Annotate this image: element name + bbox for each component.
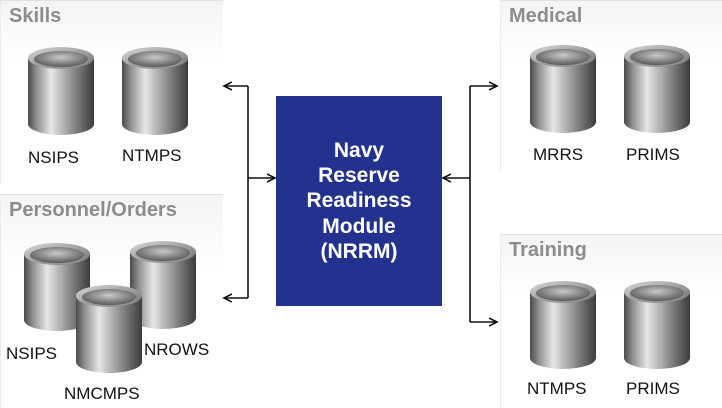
training-ntmps-label: NTMPS bbox=[527, 379, 587, 398]
skills-nsips-label: NSIPS bbox=[28, 148, 80, 167]
nrrm-center-box: Navy Reserve Readiness Module (NRRM) bbox=[276, 96, 442, 306]
personnel-nrows-label: NROWS bbox=[144, 340, 210, 359]
personnel-nsips-label: NSIPS bbox=[6, 344, 58, 363]
skills-ntmps-label: NTMPS bbox=[122, 146, 182, 165]
training-prims-label: PRIMS bbox=[626, 379, 680, 398]
personnel-nmcmps-label: NMCMPS bbox=[64, 384, 140, 403]
training-panel-title: Training bbox=[509, 239, 587, 261]
medical-panel-title: Medical bbox=[509, 5, 583, 27]
personnel-orders-panel-title: Personnel/Orders bbox=[9, 199, 177, 221]
medical-prims-label: PRIMS bbox=[626, 145, 680, 164]
nrrm-title: Navy Reserve Readiness Module (NRRM) bbox=[306, 139, 412, 263]
skills-panel-title: Skills bbox=[9, 5, 62, 27]
medical-mrrs-label: MRRS bbox=[533, 145, 584, 164]
